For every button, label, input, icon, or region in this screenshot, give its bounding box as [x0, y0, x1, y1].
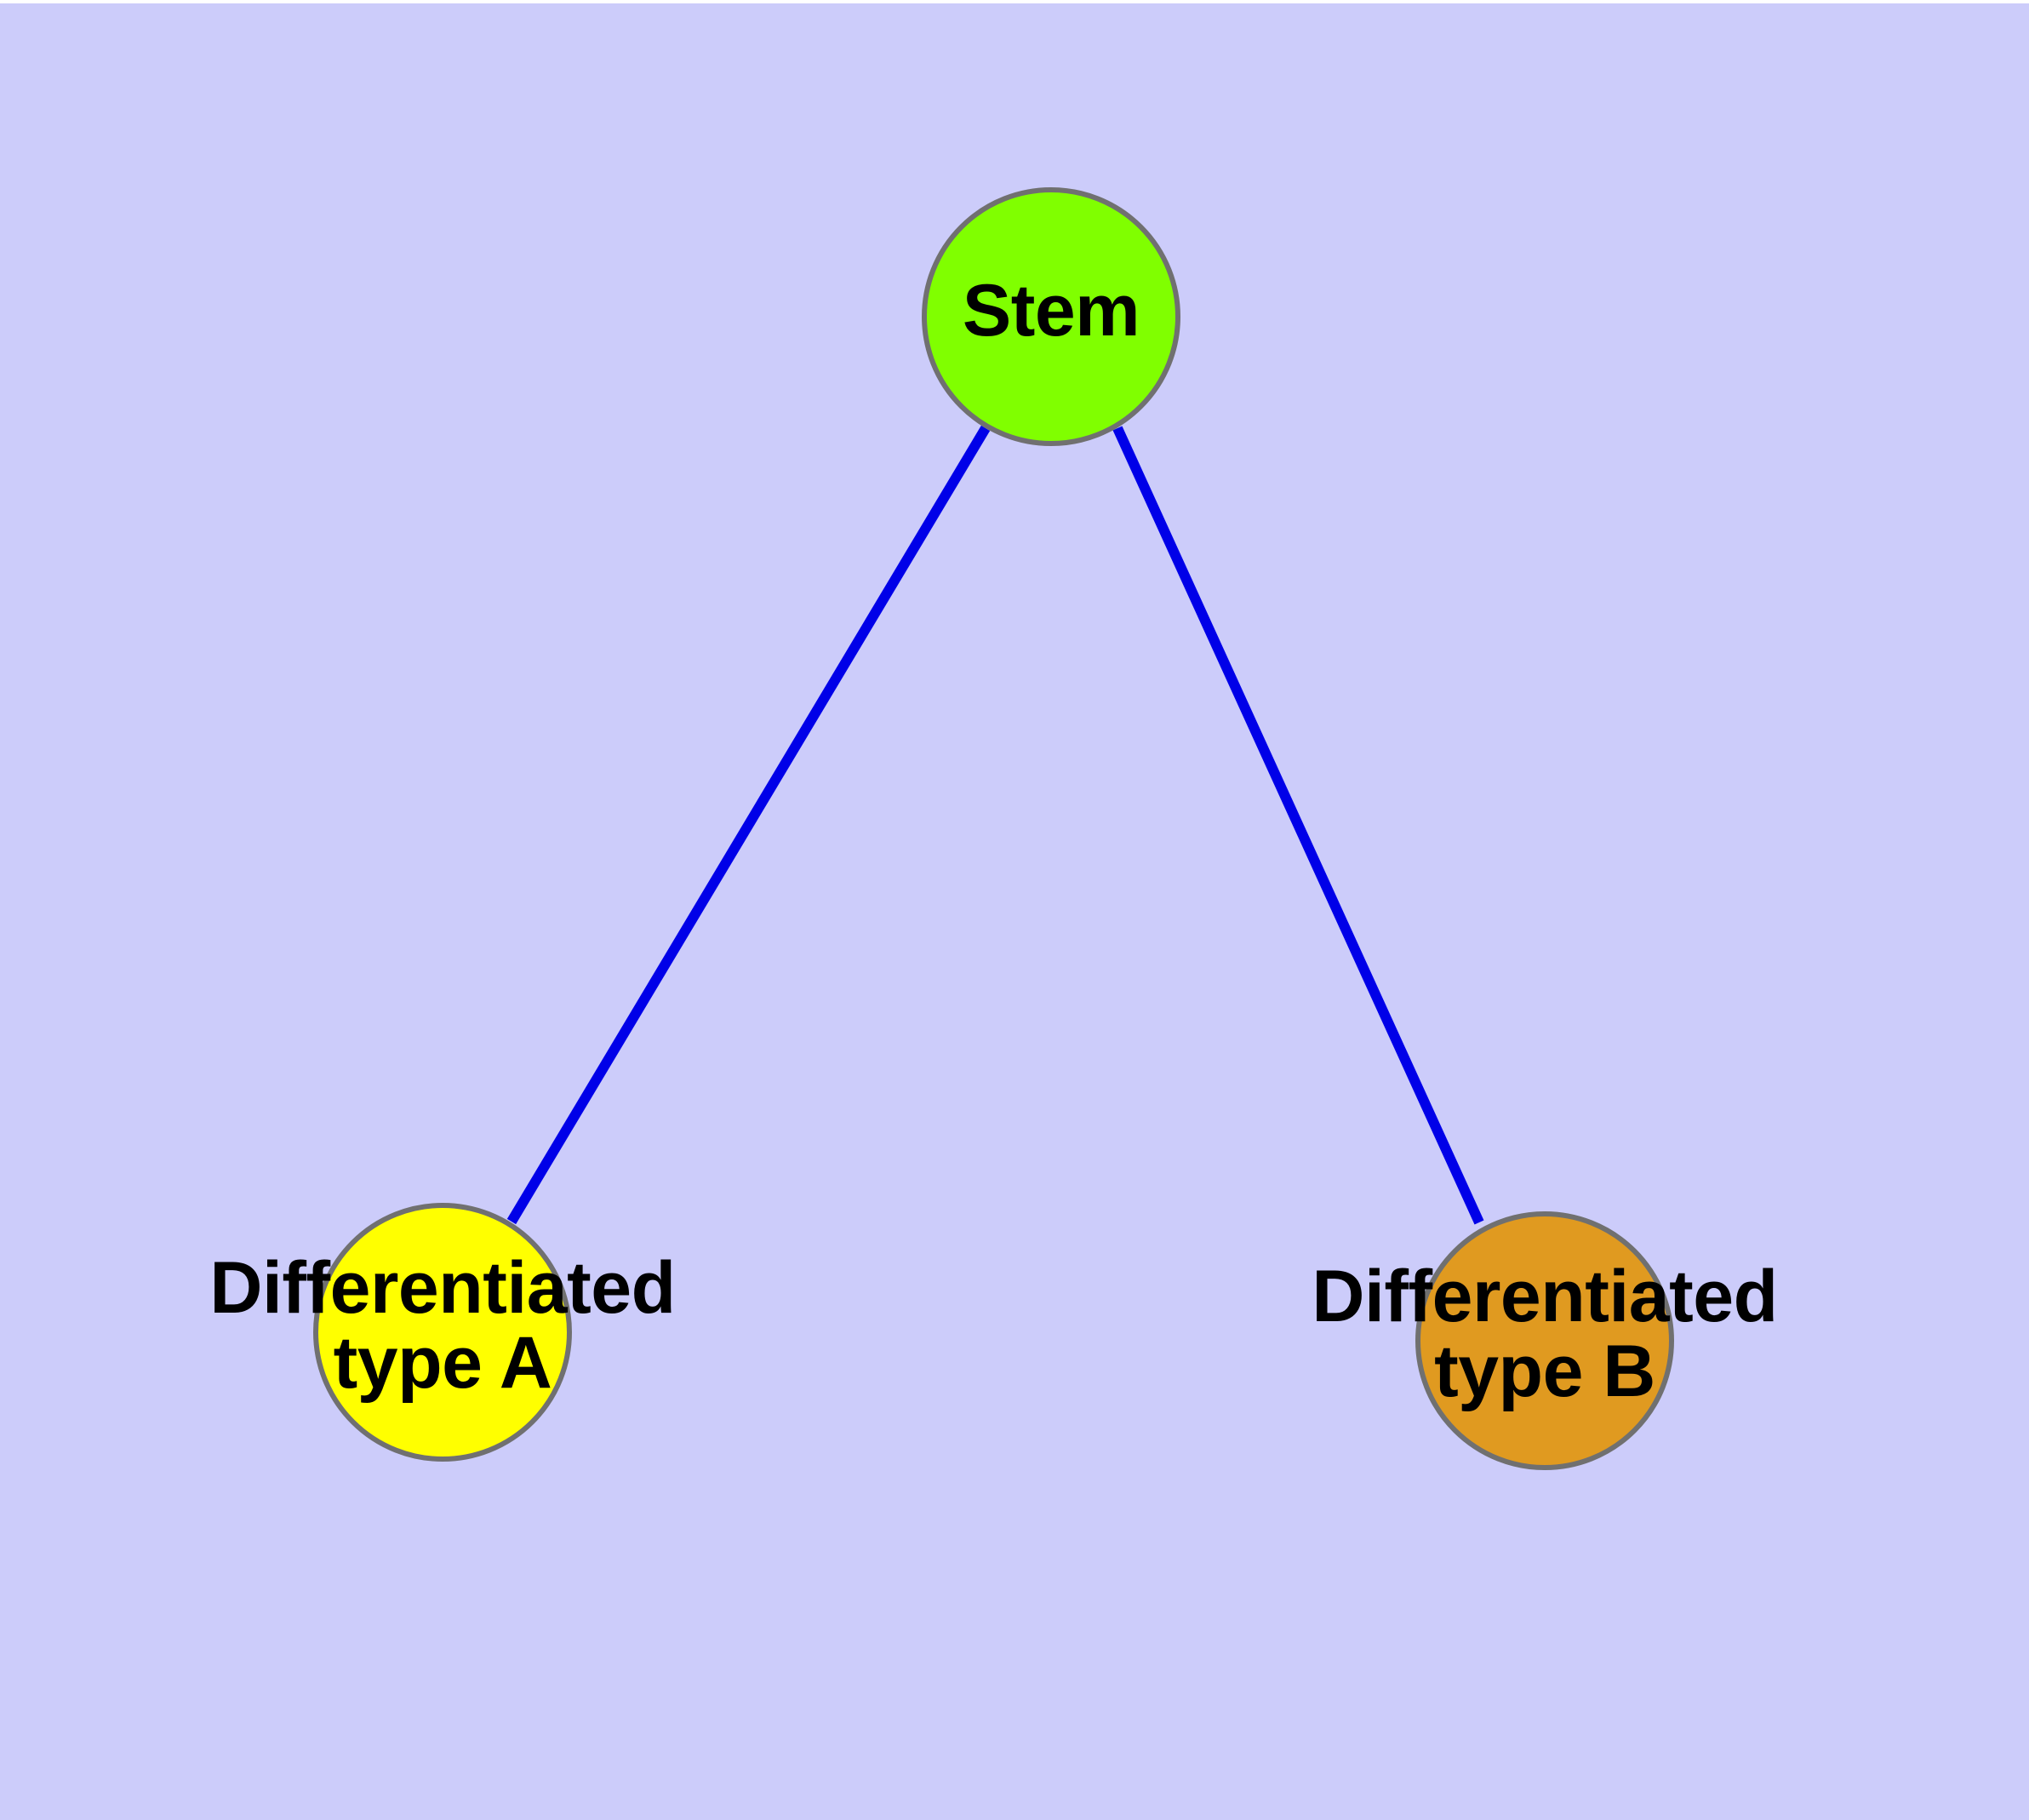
node-differentiated-type-b[interactable]: [1415, 1211, 1674, 1470]
edge-group: [506, 425, 1484, 1225]
edge-stem-to-differentiated-type-b[interactable]: [1112, 426, 1484, 1225]
node-group: [313, 187, 1674, 1470]
node-stem[interactable]: [922, 187, 1180, 446]
node-differentiated-type-a[interactable]: [313, 1203, 572, 1462]
edge-stem-to-differentiated-type-a[interactable]: [506, 425, 991, 1225]
